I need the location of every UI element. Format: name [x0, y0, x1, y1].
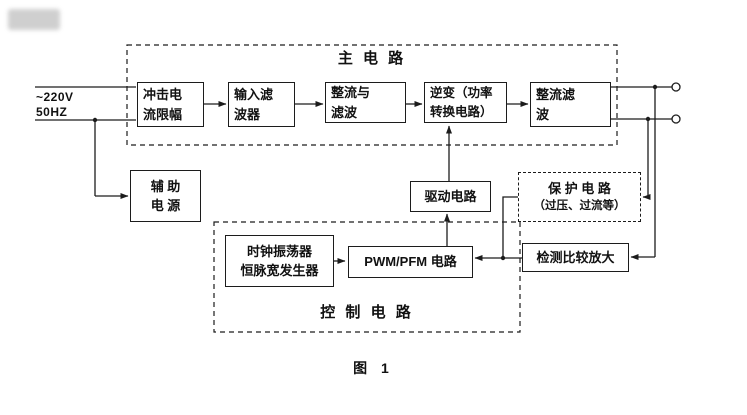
block-label-line1: 整流与 — [331, 85, 371, 100]
block-label-line2: 滤波 — [331, 104, 358, 120]
block-inverter-power-conversion: 逆变（功率 转换电路） — [424, 82, 507, 123]
block-label-line2: （过压、过流等） — [533, 200, 626, 213]
block-label-line2: 恒脉宽发生器 — [240, 263, 319, 278]
control-circuit-title: 控 制 电 路 — [320, 304, 414, 321]
block-output-rectify-filter: 整流滤 波 — [530, 82, 611, 127]
ac-input-label: ~220V 50HZ — [36, 90, 74, 120]
block-label-line1: 冲击电 — [143, 87, 183, 102]
block-rectify-filter: 整流与 滤波 — [325, 82, 406, 123]
block-label-line1: 时钟振荡器 — [246, 243, 312, 259]
ac-frequency-text: 50HZ — [36, 105, 68, 119]
main-circuit-dashed-boundary — [126, 44, 618, 146]
block-label-line2: 波 — [536, 106, 550, 122]
junction-dot-protection-pwm — [500, 255, 506, 261]
block-detect-compare-amplifier: 检测比较放大 — [522, 243, 629, 272]
block-label-line2: 转换电路） — [430, 104, 493, 119]
block-label-line1: 保 护 电 路 — [548, 180, 611, 196]
block-label-line1: 检测比较放大 — [536, 249, 615, 265]
main-circuit-title: 主 电 路 — [337, 50, 407, 67]
block-label-line1: 整流滤 — [536, 87, 576, 102]
output-terminal-top — [671, 82, 681, 92]
figure-caption: 图 1 — [353, 360, 394, 376]
wire-protection-to-pwm — [502, 196, 518, 258]
block-label-line1: 辅 助 — [150, 178, 181, 194]
block-label-line1: PWM/PFM 电路 — [364, 254, 457, 270]
block-auxiliary-power: 辅 助 电 源 — [130, 170, 201, 222]
output-terminal-bottom — [671, 114, 681, 124]
block-drive-circuit: 驱动电路 — [410, 181, 491, 212]
block-label-line1: 逆变（功率 — [430, 85, 493, 100]
watermark — [8, 9, 60, 30]
control-circuit-dashed-boundary — [213, 221, 521, 333]
block-clock-oscillator: 时钟振荡器 恒脉宽发生器 — [225, 235, 334, 287]
block-label-line2: 电 源 — [150, 198, 181, 213]
block-label-line2: 波器 — [234, 106, 261, 122]
block-label-line1: 驱动电路 — [424, 188, 477, 204]
block-pwm-pfm-circuit: PWM/PFM 电路 — [348, 246, 473, 278]
block-label-line2: 流限幅 — [143, 106, 183, 122]
block-inrush-current-limiter: 冲击电 流限幅 — [137, 82, 204, 127]
block-input-filter: 输入滤 波器 — [228, 82, 295, 127]
block-protection-circuit: 保 护 电 路 （过压、过流等） — [518, 172, 641, 222]
ac-voltage-text: ~220V — [36, 90, 74, 104]
block-label-line1: 输入滤 — [234, 87, 274, 102]
